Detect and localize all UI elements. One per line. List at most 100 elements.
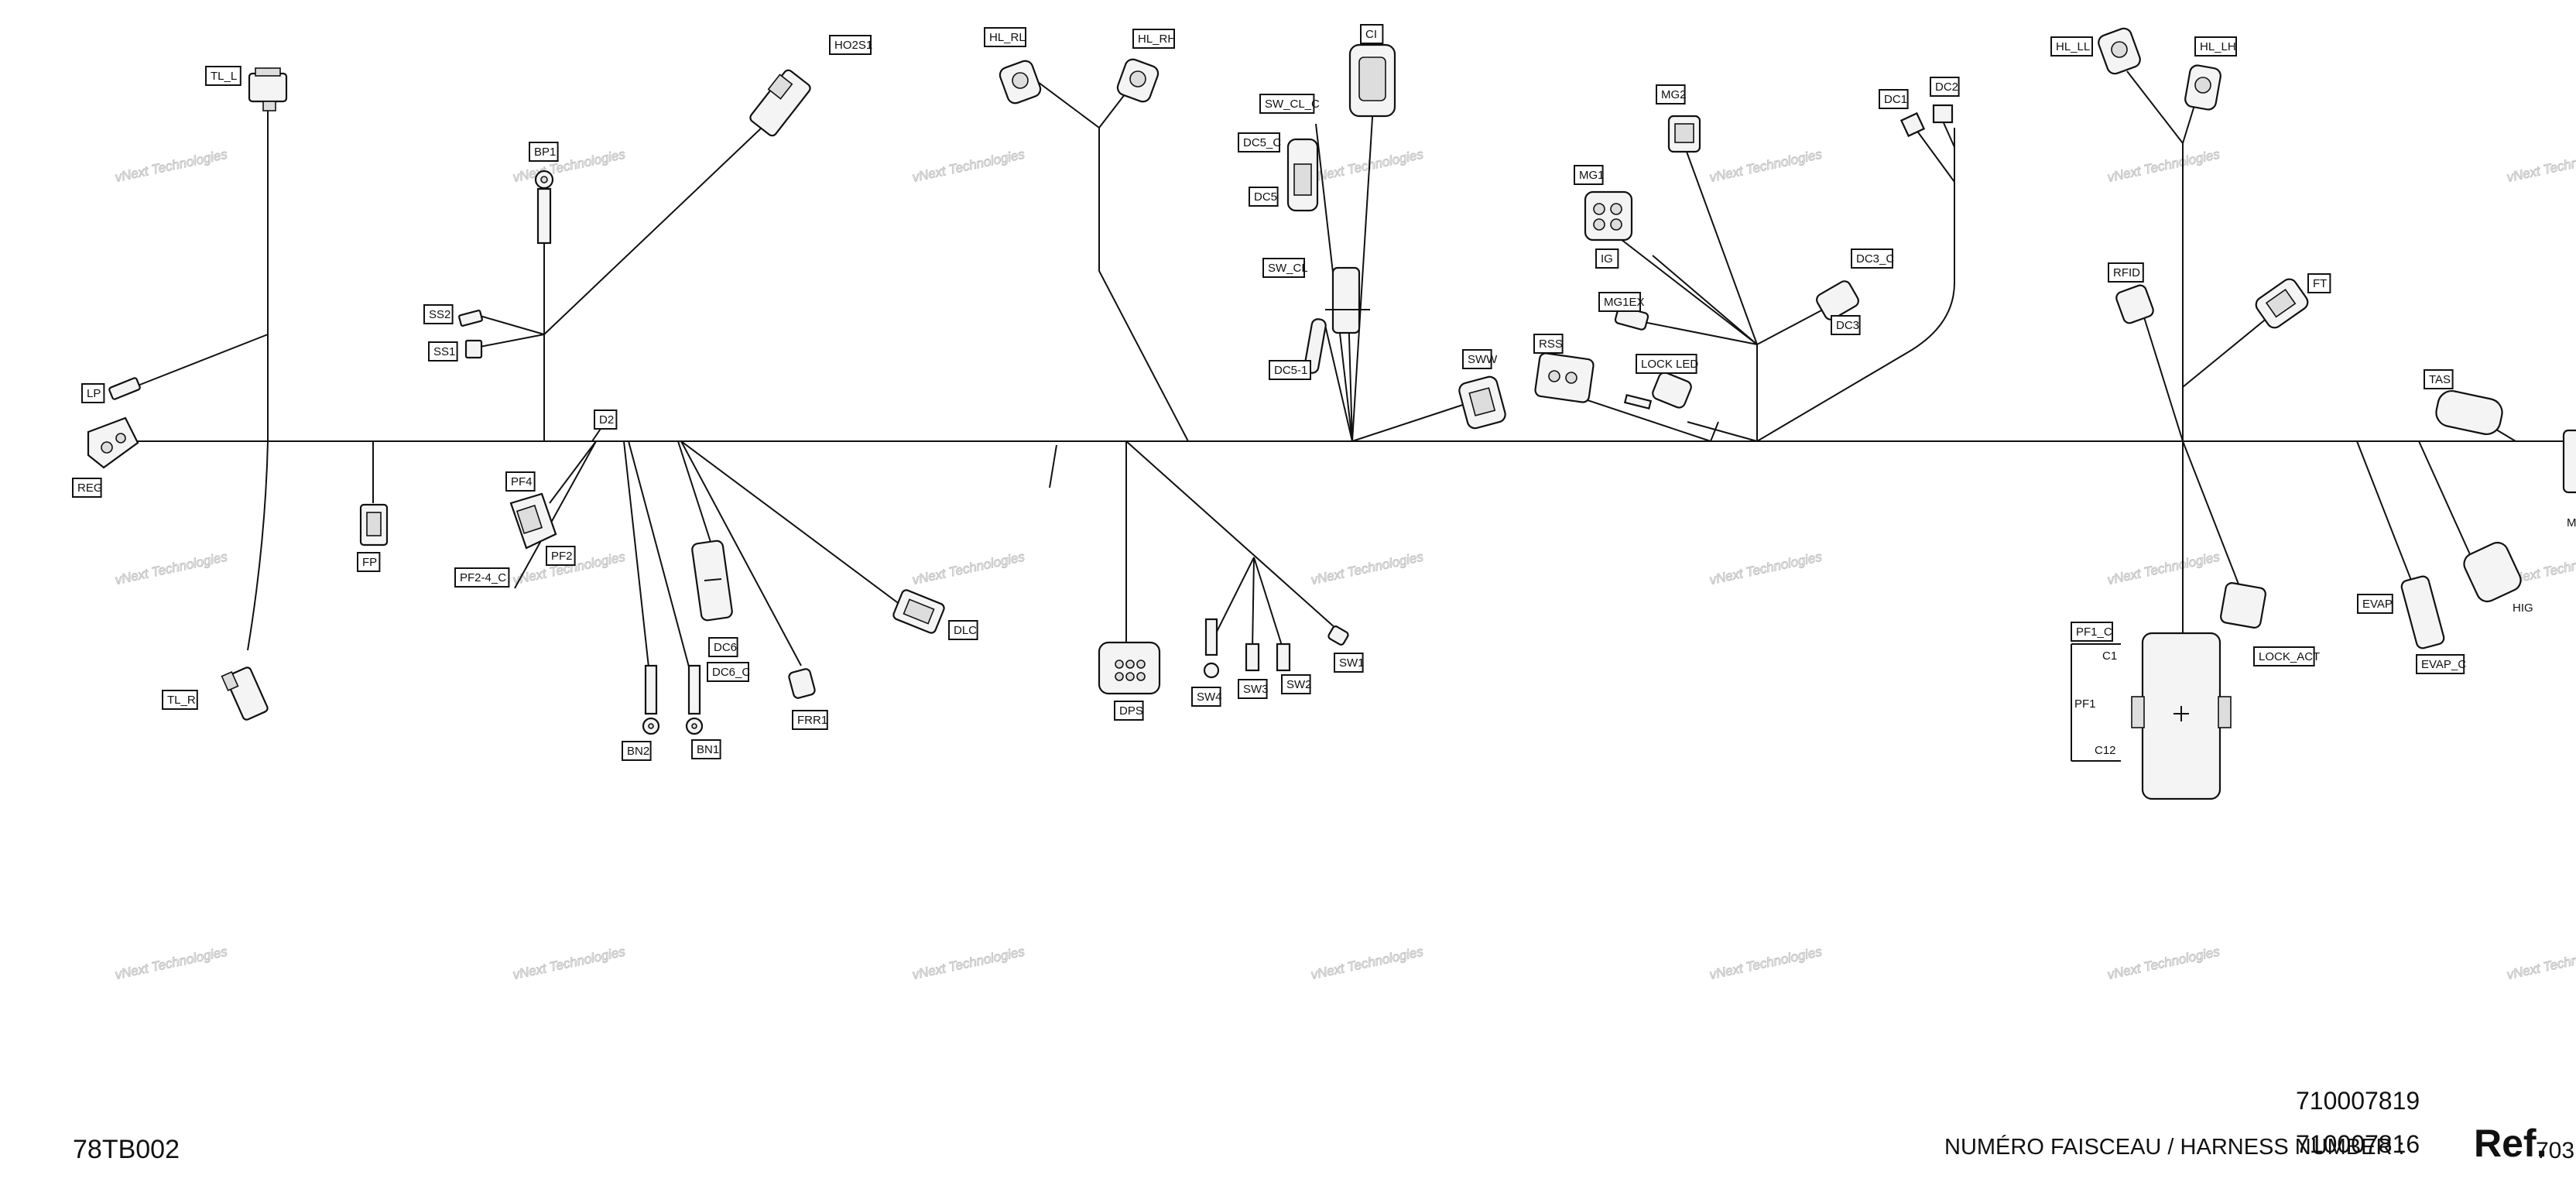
label-text: MG1EX: [1604, 296, 1645, 309]
pin-text-c1: C1: [2102, 649, 2117, 663]
label-tas: TAS: [2424, 369, 2454, 389]
watermark-text: vNext Technologies: [114, 147, 229, 185]
label-text: BN2: [627, 745, 649, 758]
label-sw1: SW1: [1334, 653, 1365, 673]
label-box: [2253, 646, 2315, 666]
bn2-ring-terminal-icon: [642, 664, 660, 735]
lp-connector-icon: [108, 377, 141, 400]
label-box: [707, 662, 749, 682]
label-box: [1533, 334, 1564, 354]
label-pf1-c: PF1_C: [2071, 622, 2113, 642]
label-box: [1269, 360, 1311, 380]
label-text: HL_LH: [2200, 40, 2236, 53]
lock-led-connector-icon: [1623, 372, 1692, 410]
label-box: [792, 710, 828, 730]
label-text: DC5: [1254, 190, 1277, 204]
label-text: DC3: [1836, 319, 1859, 332]
label-tl-r: TL_R: [162, 690, 198, 710]
label-d2: D2: [594, 409, 618, 430]
dc6-connector-icon: [691, 540, 733, 622]
label-box: [2071, 622, 2113, 642]
ref-label: Ref.: [2474, 1122, 2547, 1165]
label-lock-act: LOCK_ACT: [2253, 646, 2320, 666]
hig-connector-icon: [2463, 541, 2522, 603]
watermark-text: vNext Technologies: [1708, 147, 1824, 185]
label-box: [205, 66, 242, 86]
hl-lh-connector-icon: [2184, 64, 2221, 111]
label-box: [1259, 94, 1315, 114]
label-mg2: MG2: [1656, 84, 1687, 105]
harness-number-2: 710007816: [2296, 1130, 2420, 1158]
watermark-text: vNext Technologies: [1708, 944, 1824, 982]
label-evap: EVAP: [2357, 594, 2393, 614]
label-box: [691, 739, 721, 759]
edge-connector-icon: [2562, 429, 2576, 494]
watermark-text: vNext Technologies: [2106, 147, 2221, 185]
label-text: MG1: [1579, 169, 1605, 182]
label-box: [984, 27, 1026, 47]
ho2s1-connector-icon: [749, 69, 811, 137]
label-mg1: MG1: [1574, 165, 1605, 185]
label-text: HO2S1: [834, 39, 872, 52]
label-text: RFID: [2113, 266, 2140, 279]
label-text: HL_RL: [989, 31, 1026, 44]
label-sww: SWW: [1462, 349, 1498, 369]
ss2-connector-icon: [458, 309, 483, 327]
label-dc1: DC1: [1879, 89, 1909, 109]
label-box: [357, 552, 381, 572]
pin-text-c12: C12: [2095, 744, 2116, 757]
label-text: DC5_C: [1243, 136, 1281, 149]
label-fp: FP: [357, 552, 381, 572]
evap-connector-icon: [2400, 575, 2445, 649]
label-text: SW_CL: [1268, 262, 1308, 275]
mg1-connector-icon: [1584, 190, 1633, 242]
harness-number-label: NUMÉRO FAISCEAU / HARNESS NUMBER :: [1944, 1135, 2405, 1160]
watermark-text: vNext Technologies: [911, 550, 1026, 588]
label-bn1: BN1: [691, 739, 721, 759]
label-dlc: DLC: [948, 620, 978, 640]
pin-text-m-edge: M: [2567, 516, 2576, 529]
label-box: [622, 741, 652, 761]
label-text: PF4: [511, 475, 533, 488]
label-box: [1238, 679, 1268, 699]
label-dc2: DC2: [1930, 77, 1960, 97]
label-sw-cl-c: SW_CL_C: [1259, 94, 1320, 114]
label-box: [1114, 701, 1144, 721]
label-text: DC6: [714, 641, 737, 654]
watermark-text: vNext Technologies: [1310, 944, 1425, 982]
label-ss2: SS2: [423, 304, 454, 324]
pf1-fuse-box-icon: [2131, 632, 2232, 800]
label-text: SS2: [429, 308, 450, 321]
label-ho2s1: HO2S1: [829, 35, 872, 55]
label-text: FT: [2313, 277, 2327, 290]
sw1-terminal-icon: [1327, 625, 1349, 646]
diagram-code: 78TB002: [73, 1135, 180, 1164]
label-box: [423, 304, 454, 324]
label-dps: DPS: [1114, 701, 1144, 721]
label-box: [708, 637, 738, 657]
label-box: [1574, 165, 1604, 185]
pin-text-pf1: PF1: [2074, 697, 2096, 711]
ci-connector-icon: [1348, 43, 1396, 118]
tl-l-connector-icon: [248, 67, 288, 111]
label-text: LP: [87, 387, 101, 400]
label-box: [948, 620, 978, 640]
connector-drawings: [87, 27, 2576, 800]
label-text: SS1: [433, 345, 455, 358]
label-text: BP1: [534, 146, 556, 159]
label-box: [1851, 248, 1893, 269]
label-text: EVAP_C: [2421, 658, 2466, 671]
frr1-connector-icon: [788, 668, 816, 699]
sw2-terminal-icon: [1276, 642, 1291, 672]
label-dc5-c: DC5_C: [1238, 132, 1281, 152]
lock-act-connector-icon: [2220, 582, 2266, 629]
label-box: [829, 35, 872, 55]
hl-ll-connector-icon: [2098, 27, 2141, 75]
label-text: PF2-4_C: [460, 571, 506, 584]
ss1-connector-icon: [464, 339, 483, 359]
label-text: DLC: [954, 624, 977, 637]
sw-cl-connector-icon: [1325, 266, 1370, 334]
watermark-text: vNext Technologies: [512, 944, 627, 982]
label-lock-led: LOCK LED: [1636, 354, 1698, 374]
label-dc6-c: DC6_C: [707, 662, 750, 682]
